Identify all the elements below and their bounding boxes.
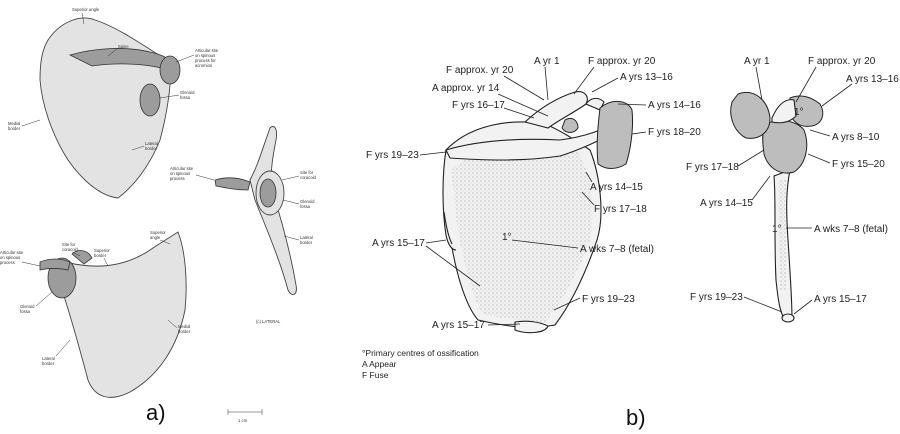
b-lat-label-a-yrs15-17: A yrs 15–17 [814, 294, 867, 305]
label-superior-border-bottom-2: border [94, 253, 107, 258]
b-label-f-yrs16-17: F yrs 16–17 [452, 100, 505, 111]
b-label-a-yrs13-16: A yrs 13–16 [620, 72, 673, 83]
legend-primary: °Primary centres of ossification [362, 348, 479, 358]
panel-a-label: a) [146, 400, 166, 425]
b-lat-label-a-yrs14-15: A yrs 14–15 [700, 198, 753, 209]
label-site-coracoid-mid-2: coracoid [300, 175, 316, 180]
legend-appear: A Appear [362, 359, 397, 369]
b-lat-label-f-yrs17-18: F yrs 17–18 [686, 162, 739, 173]
b-label-a-wks7-8: A wks 7–8 (fetal) [580, 244, 654, 255]
label-articular-site-spinous-mid-3: process [170, 176, 185, 181]
label-medial-border-bottom-2: border [178, 329, 191, 334]
label-lateral-border-top-2: border [145, 146, 158, 151]
b-label-a-yr1: A yr 1 [534, 56, 560, 67]
b-lat-label-a-yrs8-10: A yrs 8–10 [832, 132, 880, 143]
label-articular-site-spinous-bottom-3: process [0, 260, 15, 265]
b-label-a-yrs14-16: A yrs 14–16 [648, 100, 701, 111]
panel-b: F approx. yr 20 A yr 1 F approx. yr 20 A… [362, 56, 899, 430]
panel-b-label: b) [626, 405, 646, 430]
scapula-posterior-photo [40, 18, 180, 198]
scapula-lateral-photo [215, 127, 296, 295]
label-glenoid-fossa-top-2: fossa [180, 95, 191, 100]
label-lateral-border-mid-2: border [300, 240, 313, 245]
b-lat-label-primary: 1° [772, 224, 782, 235]
label-spine: Spine [118, 44, 129, 49]
legend-fuse: F Fuse [362, 370, 389, 380]
b-label-a-yrs15-17-bottom: A yrs 15–17 [432, 320, 485, 331]
b-label-a-yrs14-15: A yrs 14–15 [590, 182, 643, 193]
label-superior-angle-top: Superior angle [72, 7, 100, 12]
b-lat-label-a-yrs13-16: A yrs 13–16 [846, 74, 899, 85]
b-label-primary-mark: 1° [502, 232, 512, 243]
b-label-f-yrs17-18: F yrs 17–18 [594, 204, 647, 215]
b-lat-label-f-yrs15-20: F yrs 15–20 [832, 159, 885, 170]
scale-label: 1 cm [238, 418, 248, 423]
b-label-f-yrs19-23-lower: F yrs 19–23 [582, 294, 635, 305]
b-lat-label-a-wks7-8: A wks 7–8 (fetal) [814, 224, 888, 235]
label-articular-site-acromion-4: acromion [195, 63, 213, 68]
label-glenoid-fossa-bottom-2: fossa [20, 309, 31, 314]
b-lat-label-primary-top: 1° [794, 107, 804, 118]
b-label-a-yrs15-17-left: A yrs 15–17 [372, 238, 425, 249]
label-glenoid-fossa-mid-2: fossa [300, 204, 311, 209]
scale-bar: 1 cm [228, 409, 262, 423]
scapula-anterior-photo [40, 232, 186, 397]
b-label-f-approx-yr20-right: F approx. yr 20 [588, 56, 656, 67]
panel-a: Superior angle Spine Articular site on s… [0, 7, 316, 425]
lateral-labels: A yr 1 F approx. yr 20 A yrs 13–16 1° A … [686, 56, 899, 314]
b-label-a-approx-yr14: A approx. yr 14 [432, 83, 500, 94]
b-lat-label-f-approx-yr20: F approx. yr 20 [808, 56, 876, 67]
label-lateral-border-bottom-2: border [42, 361, 55, 366]
b-lat-label-f-yrs19-23: F yrs 19–23 [690, 292, 743, 303]
b-label-f-yrs19-23-upper: F yrs 19–23 [366, 150, 419, 161]
ossification-legend: °Primary centres of ossification A Appea… [362, 348, 479, 380]
b-lat-label-a-yr1: A yr 1 [744, 56, 770, 67]
label-medial-border-top-2: border [8, 126, 21, 131]
b-label-f-approx-yr20-left: F approx. yr 20 [446, 65, 514, 76]
label-view-caption: (c) LATERAL [256, 319, 281, 324]
b-label-f-yrs18-20: F yrs 18–20 [648, 127, 701, 138]
label-superior-angle-bottom-2: angle [150, 235, 161, 240]
label-site-coracoid-bottom-2: coracoid [62, 247, 78, 252]
